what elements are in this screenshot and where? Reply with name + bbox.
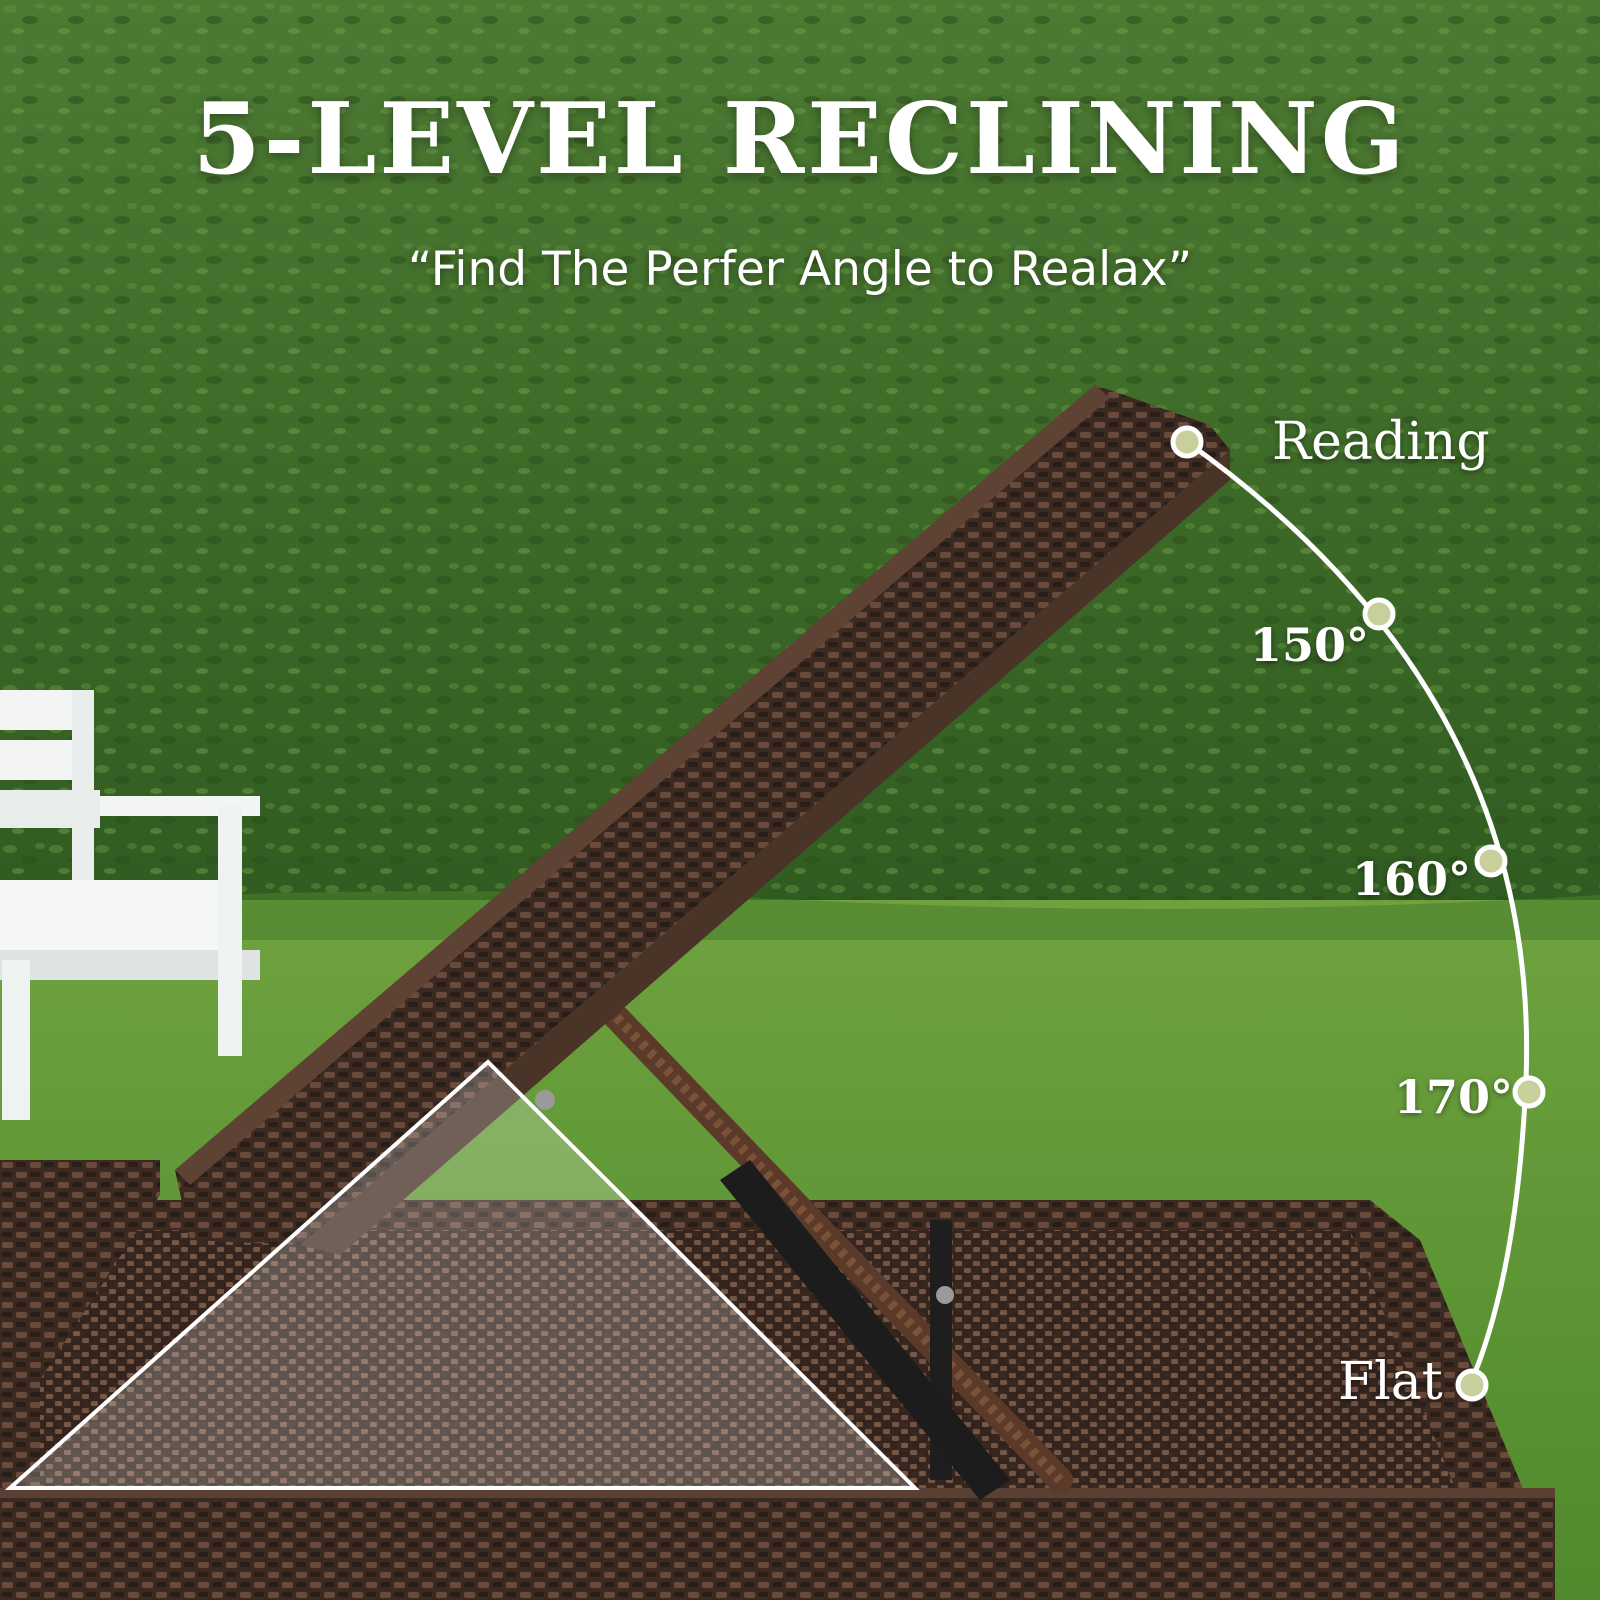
node-170 xyxy=(1512,1075,1546,1109)
recline-arc xyxy=(1185,439,1530,1386)
label-flat: Flat xyxy=(1338,1352,1443,1412)
label-160-degrees: 160° xyxy=(1352,852,1472,906)
reclined-backrest xyxy=(0,385,1230,1400)
node-flat xyxy=(1455,1368,1489,1402)
node-160 xyxy=(1474,844,1508,878)
label-170-degrees: 170° xyxy=(1394,1070,1514,1124)
label-reading: Reading xyxy=(1272,412,1490,472)
headline: 5-LEVEL RECLINING xyxy=(192,82,1408,197)
lounger-base xyxy=(0,1200,1555,1600)
label-150-degrees: 150° xyxy=(1250,618,1370,672)
white-bench xyxy=(0,690,260,1120)
lawn-edge xyxy=(0,891,1600,940)
subheadline: “Find The Perfer Angle to Realax” xyxy=(407,242,1193,297)
node-150 xyxy=(1362,597,1396,631)
recline-angle-triangle xyxy=(4,1059,920,1490)
recline-nodes xyxy=(1170,425,1546,1402)
backrest-support xyxy=(535,987,1073,1500)
node-reading xyxy=(1170,425,1204,459)
